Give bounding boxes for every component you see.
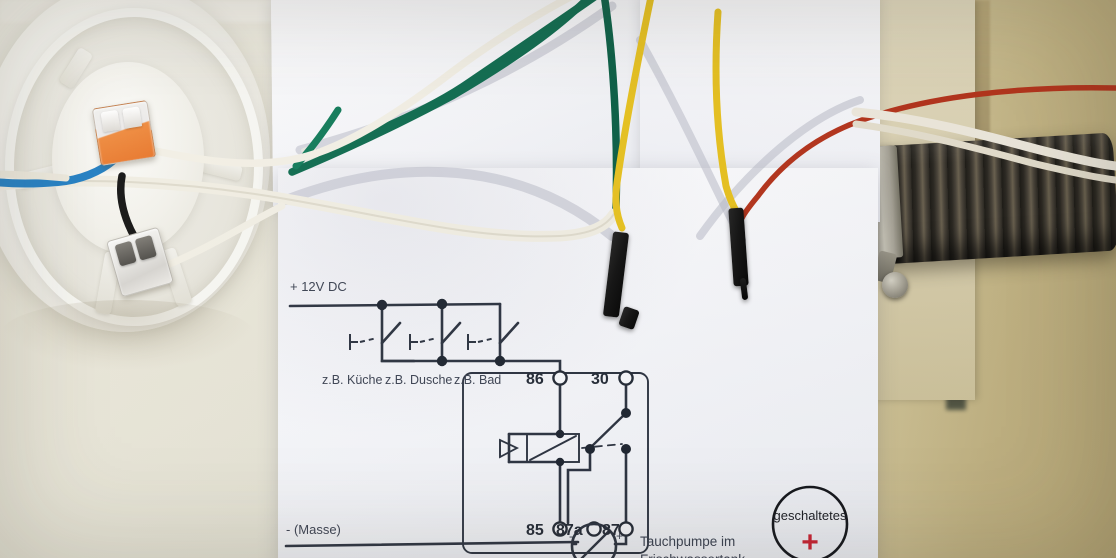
pump-terminal-plus: + (616, 529, 623, 543)
junction-dot (494, 355, 506, 367)
sw1-actuator-link (359, 337, 378, 343)
relay-terminal-85 (552, 521, 568, 537)
switch-label-bad: z.B. Bad (454, 373, 501, 387)
switch-label-dusche: z.B. Dusche (385, 373, 452, 387)
pump-symbol (570, 522, 618, 558)
relay-label-86: 86 (526, 371, 544, 388)
ground-rail (284, 540, 580, 548)
junction-dots (376, 298, 631, 467)
relay-coil-slash (529, 435, 577, 461)
ground-label: - (Masse) (286, 522, 341, 537)
stamp-text: geschaltetes (774, 508, 847, 523)
junction-dot (555, 429, 565, 439)
stamp-circle (771, 485, 849, 558)
relay-terminal-87a (586, 521, 602, 537)
relay-label-87: 87 (602, 522, 620, 539)
relay-terminal-87 (618, 521, 634, 537)
sw1-blade (380, 321, 402, 345)
sw2-actuator (409, 334, 418, 350)
wago-lever (134, 234, 158, 261)
hose-clamp-screw (882, 272, 908, 298)
wiring-diagram: + 12V DC - (Masse) z.B. Küche z.B. Dusch… (284, 279, 849, 558)
terminal87a-stub (566, 448, 592, 525)
junction-dot (436, 298, 448, 310)
junction-dot (436, 355, 448, 367)
relay-label-85: 85 (526, 522, 544, 539)
sw3-blade (498, 321, 520, 345)
switch-label-kueche: z.B. Küche (322, 373, 382, 387)
tank-lid-shadow (0, 300, 255, 370)
relay-label-87a: 87a (556, 522, 583, 539)
wago-lever (100, 109, 121, 133)
wago-lever (114, 240, 137, 267)
load-name-line-1: Tauchpumpe im (640, 534, 735, 549)
relay-label-30: 30 (591, 371, 609, 388)
supply-label: + 12V DC (290, 279, 347, 294)
junction-dot (585, 444, 595, 454)
sw1-actuator (349, 334, 358, 350)
wago-lever (122, 106, 143, 129)
pump-slash (580, 529, 611, 558)
sw2-actuator-link (419, 337, 438, 343)
sw2-blade (440, 321, 462, 345)
stamp-plus-symbol: + (801, 526, 819, 558)
sw3-actuator-link (477, 337, 496, 343)
geschaltetes-stamp: geschaltetes + (771, 485, 849, 558)
wago-connector-orange (91, 99, 157, 167)
junction-dot (376, 299, 388, 311)
relay-terminal-86 (552, 370, 568, 386)
relay-terminal-30 (618, 370, 634, 386)
pump-terminal-minus: - (569, 529, 573, 543)
junction-dot (621, 444, 631, 454)
load-name-line-2: Frischwassertank (640, 552, 745, 558)
junction-dot (621, 408, 631, 418)
relay-armature (588, 411, 628, 450)
sw3-actuator (467, 334, 476, 350)
pump-plus-lead (613, 532, 628, 546)
switch-actuators (349, 334, 496, 350)
junction-dot (555, 457, 565, 467)
supply-rail (288, 302, 502, 308)
relay-terminals (552, 370, 634, 537)
pump-circle (570, 522, 618, 558)
